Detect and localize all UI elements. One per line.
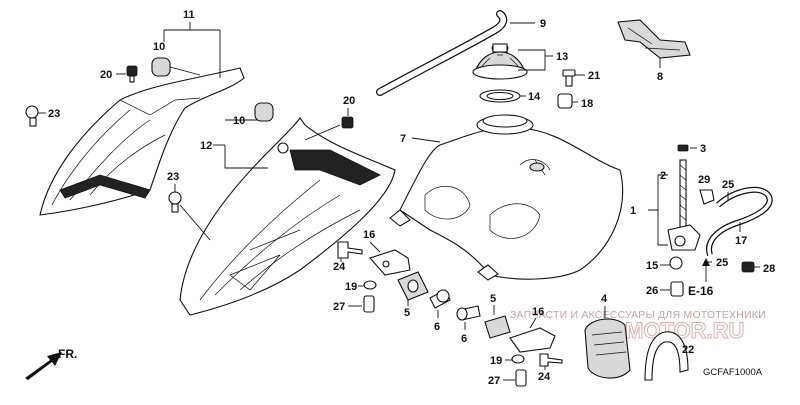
callout-21: 21 xyxy=(588,70,600,82)
callout-24b: 24 xyxy=(538,371,551,383)
callout-25a: 25 xyxy=(722,179,734,191)
callout-7: 7 xyxy=(400,133,406,145)
bolt-20a xyxy=(126,65,138,77)
callout-2: 2 xyxy=(660,170,666,182)
callout-14: 14 xyxy=(528,91,541,103)
screw-28 xyxy=(741,261,755,273)
callout-5b: 5 xyxy=(490,293,496,305)
fuel-valve xyxy=(667,159,701,251)
bolt-24b xyxy=(539,353,563,367)
callout-19a: 19 xyxy=(345,281,357,293)
callout-18: 18 xyxy=(581,98,593,110)
bolt-24a xyxy=(337,241,363,259)
bracket-16b xyxy=(509,327,556,353)
callout-4: 4 xyxy=(601,293,608,305)
callout-3: 3 xyxy=(700,143,706,155)
bolt-27b xyxy=(515,369,527,387)
callout-20a: 20 xyxy=(100,69,112,81)
front-label: FR. xyxy=(58,347,77,361)
callout-11: 11 xyxy=(183,9,195,21)
screw-23b xyxy=(168,191,182,205)
watermark-text: ЗАПЧАСТИ И АКСЕССУАРЫ ДЛЯ МОТОТЕХНИКИ xyxy=(510,309,766,321)
callout-19b: 19 xyxy=(490,355,502,367)
grommet-10b xyxy=(254,102,274,122)
ref-label-e16: E-16 xyxy=(688,284,714,298)
callout-6b: 6 xyxy=(461,333,467,345)
callout-26: 26 xyxy=(646,285,658,297)
callout-23a: 23 xyxy=(48,108,60,120)
callout-25b: 25 xyxy=(716,257,728,269)
callout-12: 12 xyxy=(200,140,212,152)
tank-strap-4 xyxy=(584,318,631,379)
callout-9: 9 xyxy=(540,18,546,30)
callout-27a: 27 xyxy=(333,301,345,313)
callout-5a: 5 xyxy=(404,307,410,319)
tank-emblem-8 xyxy=(617,19,691,59)
callout-8: 8 xyxy=(657,71,663,83)
callout-29: 29 xyxy=(698,174,710,186)
callout-1: 1 xyxy=(630,205,636,217)
callout-13: 13 xyxy=(556,51,568,63)
grommet-10a xyxy=(151,57,171,77)
left-shroud xyxy=(39,67,245,216)
callout-16b: 16 xyxy=(532,306,544,318)
callout-6a: 6 xyxy=(434,321,440,333)
washer-15 xyxy=(669,256,683,270)
fuel-cap xyxy=(472,43,528,80)
bolt-26 xyxy=(670,281,684,297)
oring-3 xyxy=(677,144,689,152)
bracket-16a xyxy=(369,249,411,276)
washer-19b xyxy=(511,354,525,364)
clip-29 xyxy=(699,189,715,205)
right-shroud xyxy=(179,117,396,316)
bolt-21 xyxy=(562,69,576,77)
callout-20b: 20 xyxy=(343,95,355,107)
callout-10b: 10 xyxy=(233,115,245,127)
callout-22: 22 xyxy=(682,344,694,356)
front-direction-arrow xyxy=(25,352,62,380)
bolt-27a xyxy=(363,295,375,313)
collar-18 xyxy=(557,93,573,109)
callout-28: 28 xyxy=(763,263,775,275)
screw-23a xyxy=(25,105,39,119)
rubber-band-22 xyxy=(644,331,689,381)
callout-23b: 23 xyxy=(167,171,179,183)
washer-19a xyxy=(363,280,377,290)
callout-10a: 10 xyxy=(153,41,165,53)
fuel-tank xyxy=(389,114,624,281)
bolt-20b xyxy=(341,116,354,129)
callout-17: 17 xyxy=(735,235,747,247)
rubber-5b xyxy=(484,315,511,339)
callout-15: 15 xyxy=(646,260,658,272)
diagram-code: GCFAF1000A xyxy=(703,367,763,378)
watermark-site: MOTOR.RU xyxy=(625,318,744,343)
callout-24a: 24 xyxy=(333,261,346,273)
callout-27b: 27 xyxy=(488,375,500,387)
callout-16a: 16 xyxy=(363,229,375,241)
